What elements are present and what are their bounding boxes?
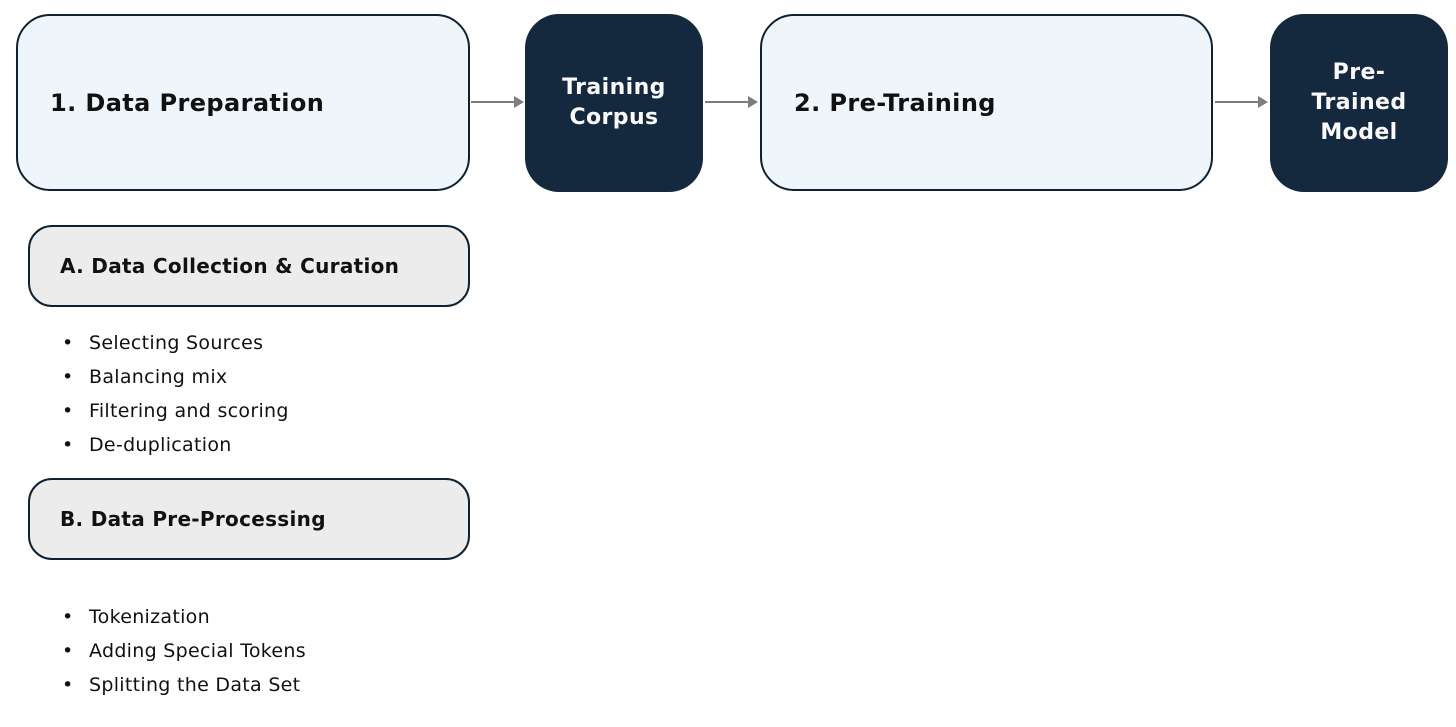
node-label: Pre-Trained Model [1311,60,1407,145]
node-label: Training Corpus [562,75,666,130]
node-label: 1. Data Preparation [50,88,325,117]
list-item-label: Balancing mix [89,366,228,388]
node-pre-training: 2. Pre-Training [760,14,1213,191]
bullet-icon: • [62,332,74,354]
list-item-label: Selecting Sources [89,332,264,354]
bullet-icon: • [62,366,74,388]
list-item: • Splitting the Data Set [62,668,306,702]
node-pre-trained-model: Pre-Trained Model [1270,14,1448,192]
section-title: B. Data Pre-Processing [60,507,326,531]
bullet-icon: • [62,400,74,422]
node-label: 2. Pre-Training [794,88,996,117]
list-item: • De-duplication [62,428,289,462]
bullet-icon: • [62,434,74,456]
list-item: • Selecting Sources [62,326,289,360]
list-item: • Adding Special Tokens [62,634,306,668]
list-item-label: Splitting the Data Set [89,674,301,696]
list-item-label: Adding Special Tokens [89,640,306,662]
list-item-label: Tokenization [89,606,210,628]
bullet-list-data-pre-processing: • Tokenization • Adding Special Tokens •… [62,600,306,702]
list-item: • Filtering and scoring [62,394,289,428]
bullet-icon: • [62,640,74,662]
node-data-preparation: 1. Data Preparation [16,14,470,191]
flow-arrow-icon [1215,96,1268,108]
list-item: • Balancing mix [62,360,289,394]
flow-arrow-icon [471,96,524,108]
bullet-list-data-collection: • Selecting Sources • Balancing mix • Fi… [62,326,289,462]
list-item-label: Filtering and scoring [89,400,289,422]
flow-arrow-icon [705,96,758,108]
section-header-data-collection-curation: A. Data Collection & Curation [28,225,470,307]
list-item: • Tokenization [62,600,306,634]
node-training-corpus: Training Corpus [525,14,703,192]
bullet-icon: • [62,606,74,628]
list-item-label: De-duplication [89,434,232,456]
bullet-icon: • [62,674,74,696]
section-header-data-pre-processing: B. Data Pre-Processing [28,478,470,560]
section-title: A. Data Collection & Curation [60,254,400,278]
